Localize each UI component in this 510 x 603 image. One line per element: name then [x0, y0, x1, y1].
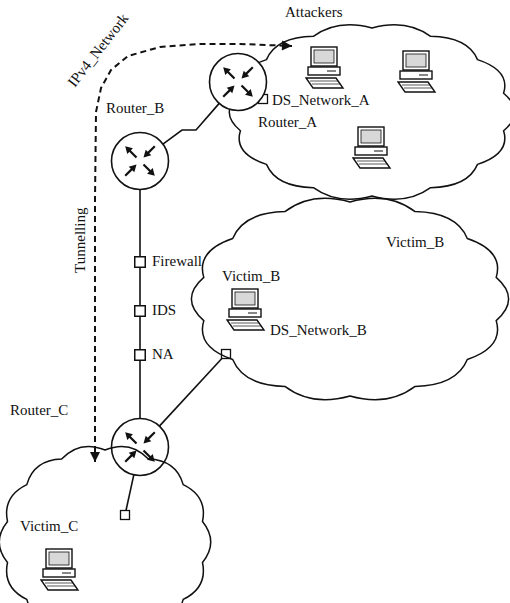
computer-icon [41, 549, 78, 590]
network-cloud: Attackers [222, 22, 505, 200]
router-circle [210, 54, 267, 111]
router-outline [208, 52, 268, 112]
cloud-outline [0, 446, 211, 603]
tunnel-connector [95, 44, 292, 462]
device-square [135, 257, 146, 268]
router-arrowhead [125, 146, 133, 154]
router-outline [110, 131, 170, 191]
router-arrowhead [147, 168, 155, 176]
router-node: Router_A [208, 52, 268, 112]
cloud-outline [229, 25, 510, 200]
router-arrowhead [125, 432, 133, 440]
node-label: Router_C [10, 402, 68, 419]
square-outline [134, 305, 146, 317]
node-label: Firewall [152, 253, 202, 270]
link-connector [139, 361, 141, 419]
node-label: Attackers [285, 4, 342, 21]
link-connector [139, 190, 141, 257]
cloud-outline [191, 198, 508, 399]
link-connector [139, 317, 141, 349]
router-arrowhead [242, 71, 250, 79]
router-arrowhead [129, 165, 137, 173]
link-connector [125, 475, 134, 515]
ds-port-square [121, 511, 130, 520]
link-connector [159, 354, 226, 426]
network-cloud: Victim_B [196, 198, 505, 400]
node-label: Victim_B [386, 234, 444, 251]
arrowhead [90, 452, 100, 462]
computer-icon [306, 47, 343, 88]
device-square [135, 350, 146, 361]
computer-icon [398, 51, 435, 92]
network-label: IPv4_Network [64, 10, 131, 90]
router-arrowhead [227, 86, 235, 94]
computer-icon [353, 127, 390, 168]
cloud-outline [222, 22, 505, 200]
computer-icon [227, 289, 264, 330]
link-connector [139, 268, 141, 305]
security-device: NA [134, 349, 146, 361]
network-label: DS_Network_B [270, 322, 367, 339]
device-square [135, 306, 146, 317]
cloud-outline [196, 198, 505, 400]
link-connector [163, 103, 219, 144]
router-arrowhead [245, 89, 253, 97]
square-outline [134, 349, 146, 361]
router-arrowhead [223, 67, 231, 75]
node-label: Victim_C [20, 518, 78, 535]
security-device: Firewall [134, 256, 146, 268]
node-label: IDS [152, 302, 176, 319]
router-arrowhead [144, 150, 152, 158]
router-node: Router_B [110, 131, 170, 191]
network-label: Victim_B [222, 268, 280, 285]
square-outline [134, 256, 146, 268]
router-arrowhead [144, 436, 152, 444]
network-label: DS_Network_A [272, 92, 370, 109]
network-cloud: Victim_C [0, 450, 210, 603]
node-label: Router_A [258, 114, 317, 131]
node-label: NA [152, 346, 174, 363]
router-arrowhead [129, 451, 137, 459]
router-circle [112, 133, 169, 190]
node-label: Router_B [106, 100, 164, 117]
security-device: IDS [134, 305, 146, 317]
edge-label: Tunnelling [72, 207, 89, 272]
